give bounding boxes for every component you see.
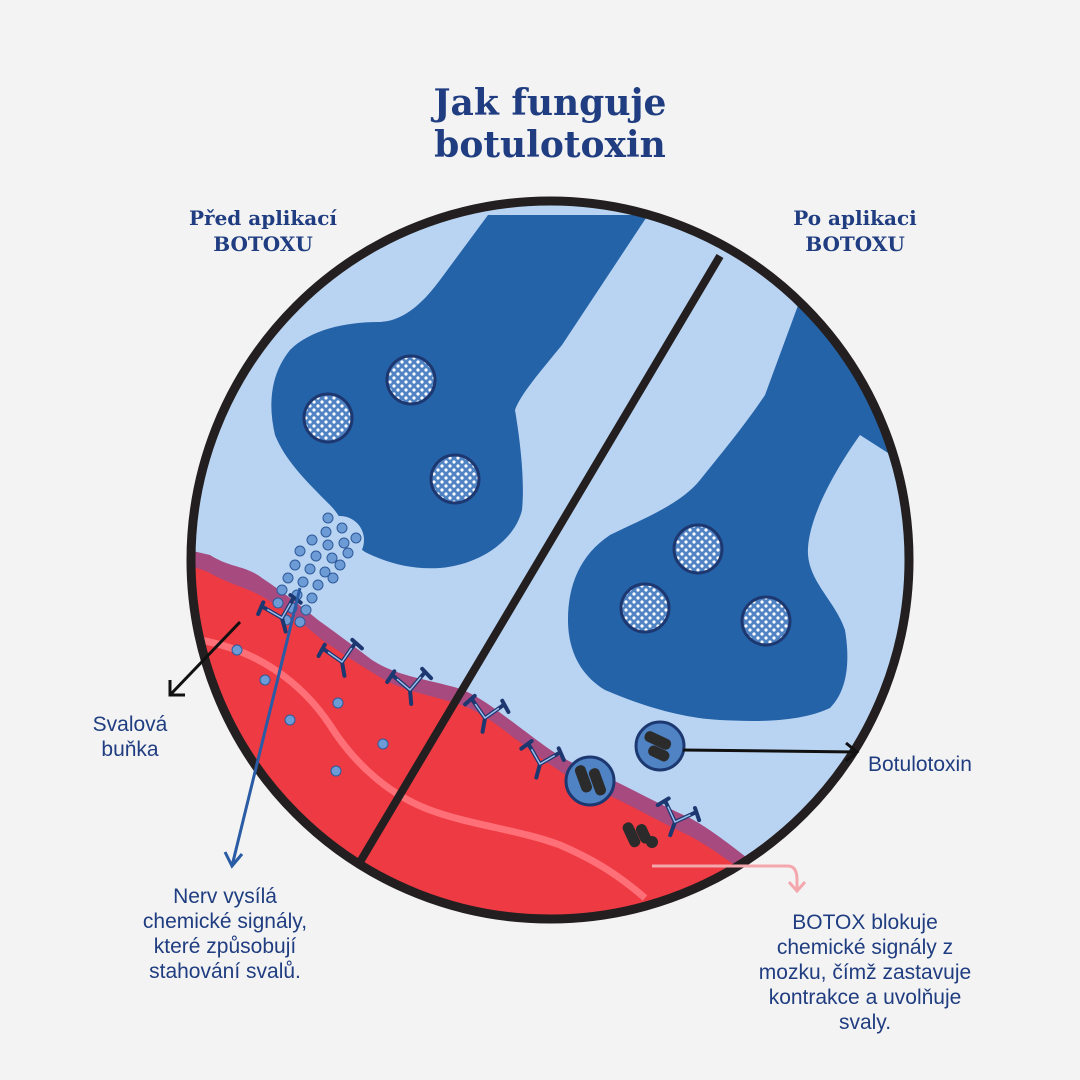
- neurotransmitter: [306, 534, 318, 546]
- botox-label-line-2: chemické signály z: [776, 936, 954, 959]
- neurotransmitter: [289, 559, 301, 571]
- receptor-highlight: [327, 647, 353, 664]
- neurotransmitter: [294, 616, 306, 628]
- after-panel-label: Po aplikaci BOTOXU: [735, 205, 975, 257]
- muscle-label-line-1: Svalová: [92, 713, 168, 736]
- nerve-label-line-4: stahování svalů.: [149, 960, 301, 983]
- receptor-highlight: [667, 806, 691, 823]
- after-label-line-2: BOTOXU: [805, 232, 905, 256]
- neurotransmitter: [327, 572, 339, 584]
- botox-label-line-1: BOTOX blokuje: [792, 911, 938, 934]
- toxin-label-text: Botulotoxin: [868, 753, 972, 776]
- muscle-label-line-2: buňka: [101, 738, 159, 761]
- synaptic-vesicle: [672, 523, 724, 575]
- receptors: [256, 593, 702, 838]
- receptor: [256, 593, 303, 634]
- neurotransmitter: [350, 532, 362, 544]
- neurotransmitter: [312, 579, 324, 591]
- neurotransmitter: [338, 537, 350, 549]
- toxin-pointer-arrow: [682, 741, 860, 763]
- panel-divider: [356, 253, 724, 865]
- released-neurotransmitters: [272, 512, 362, 628]
- nerve-label-line-3: které způsobují: [153, 935, 297, 958]
- receptor: [655, 796, 702, 838]
- synaptic-vesicle: [619, 582, 671, 634]
- neurotransmitter: [284, 714, 296, 726]
- receptor: [385, 666, 434, 706]
- neurotransmitter: [330, 765, 342, 777]
- botox-label-line-4: kontrakce a uvolňuje: [768, 986, 962, 1009]
- neurotransmitter: [282, 572, 294, 584]
- receptor: [463, 693, 511, 734]
- neurotransmitter: [300, 604, 312, 616]
- neurotransmitter: [306, 592, 318, 604]
- neurotransmitter: [336, 522, 348, 534]
- neurotransmitter: [231, 644, 243, 656]
- nerve-label-line-2: chemické signály,: [142, 910, 308, 933]
- receptor-highlight: [474, 703, 500, 720]
- neurotransmitter: [272, 597, 284, 609]
- title-line-1: Jak funguje: [433, 82, 667, 124]
- title-line-2: botulotoxin: [434, 124, 666, 166]
- magnifier-ring: [186, 196, 914, 924]
- neurotransmitter: [326, 552, 338, 564]
- botulotoxin-label: Botulotoxin: [868, 752, 1028, 777]
- synaptic-vesicle: [429, 453, 481, 505]
- nerve-ending-before: [271, 215, 648, 569]
- muscle-pointer-arrow: [168, 620, 242, 697]
- neurotransmitter: [322, 512, 334, 524]
- neurotransmitter: [334, 559, 346, 571]
- synaptic-vesicle: [740, 595, 792, 647]
- receptor-highlight: [266, 602, 292, 620]
- botox-label-line-3: mozku, čímž zastavuje: [758, 961, 972, 984]
- botox-pointer-arrow: [652, 864, 807, 894]
- neurotransmitter: [319, 566, 331, 578]
- absorbed-neurotransmitters: [231, 644, 389, 777]
- nerve-signal-label: Nerv vysílá chemické signály, které způs…: [80, 884, 370, 984]
- receptor: [316, 637, 364, 678]
- neurotransmitter: [342, 547, 354, 559]
- before-panel-label: Před aplikací BOTOXU: [143, 205, 383, 257]
- before-label-line-2: BOTOXU: [213, 232, 313, 256]
- neurotransmitter: [276, 584, 288, 596]
- botulotoxin-vesicle-docked: [564, 755, 616, 807]
- nerve-label-line-1: Nerv vysílá: [173, 885, 277, 908]
- neurotransmitter: [322, 539, 334, 551]
- neurotransmitter: [297, 576, 309, 588]
- receptor-highlight: [396, 676, 422, 692]
- synaptic-vesicle: [385, 354, 437, 406]
- synaptic-vesicles: [302, 354, 792, 647]
- botulotoxin-vesicle-free: [634, 720, 686, 772]
- botox-effect-label: BOTOX blokuje chemické signály z mozku, …: [710, 910, 1020, 1035]
- neurotransmitter: [259, 674, 271, 686]
- neurotransmitter: [304, 563, 316, 575]
- botulotoxin-in-muscle: [622, 822, 658, 848]
- botox-label-line-5: svaly.: [838, 1011, 892, 1034]
- neurotransmitter: [294, 545, 306, 557]
- neurotransmitter: [377, 738, 389, 750]
- page-title: Jak funguje botulotoxin: [340, 82, 760, 166]
- before-label-line-1: Před aplikací: [189, 206, 337, 230]
- neurotransmitter: [332, 697, 344, 709]
- synaptic-vesicle: [302, 392, 354, 444]
- receptor-highlight: [530, 748, 556, 766]
- nerve-pointer-arrow: [223, 587, 302, 869]
- receptor: [519, 739, 566, 780]
- muscle-cell-label: Svalová buňka: [70, 712, 190, 762]
- neurotransmitter: [320, 526, 332, 538]
- after-label-line-1: Po aplikaci: [793, 206, 917, 230]
- muscle-fiber-line: [199, 636, 648, 901]
- neurotransmitter: [310, 550, 322, 562]
